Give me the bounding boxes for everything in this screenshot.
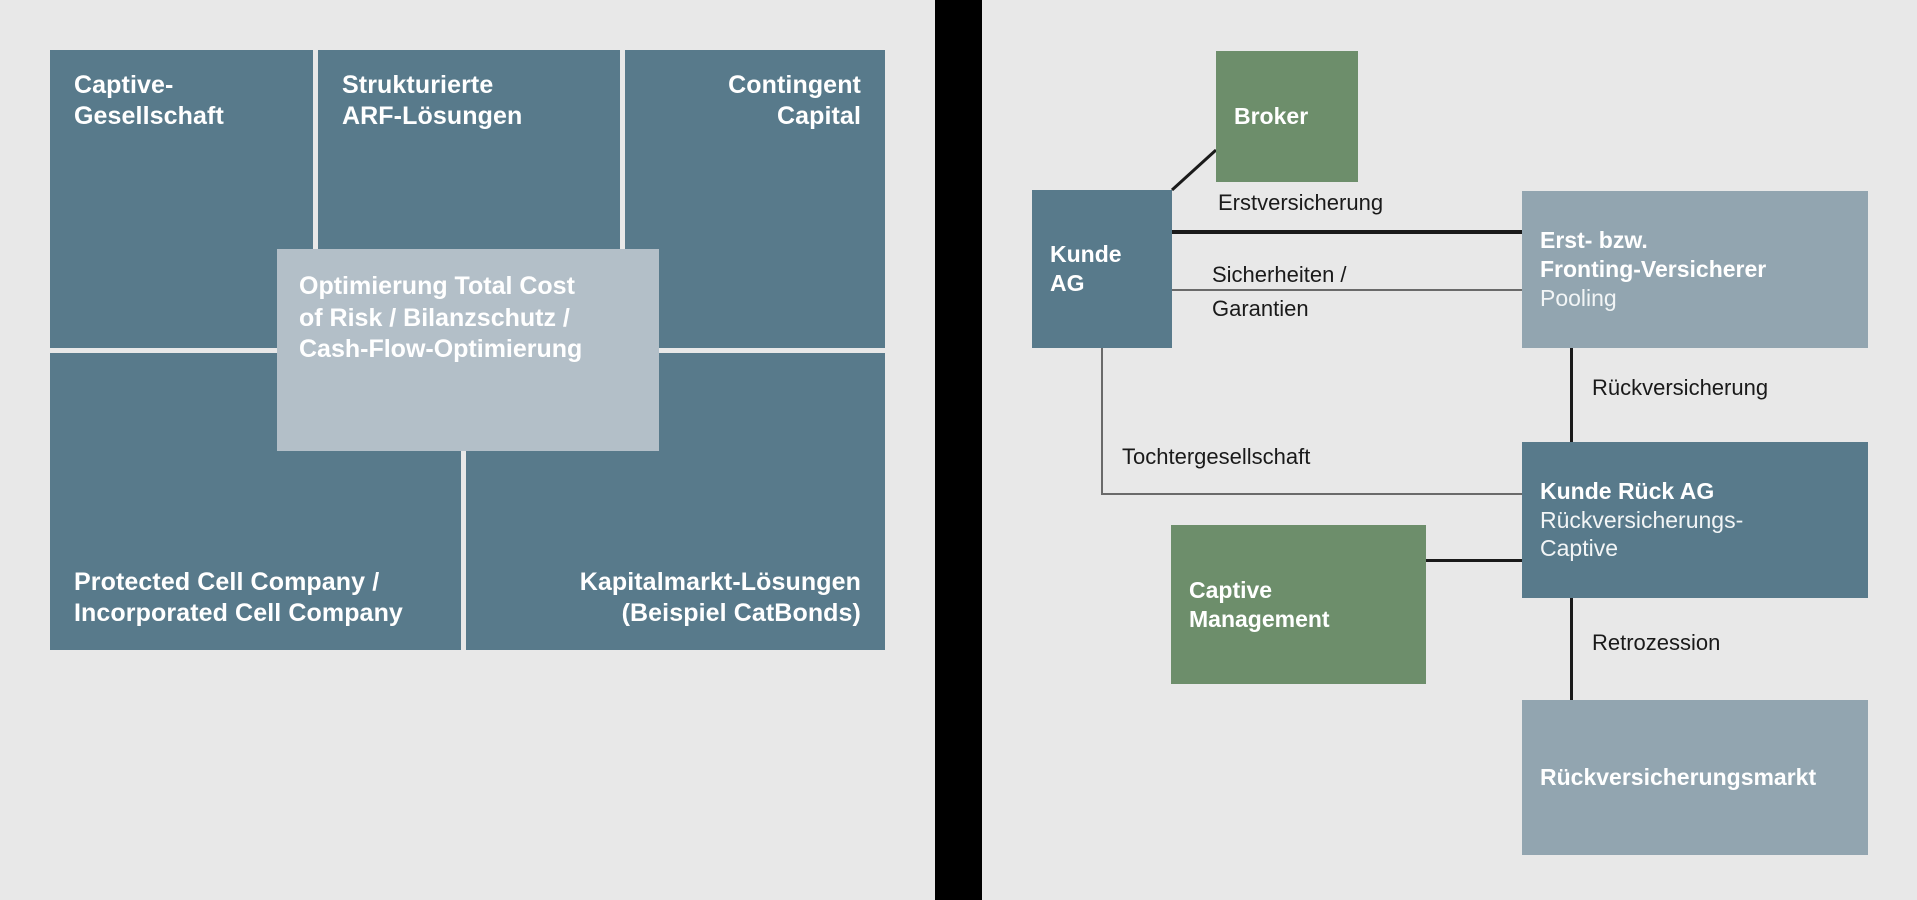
node-fronting-versicherer[interactable]: Erst- bzw. Fronting-Versicherer Pooling xyxy=(1522,191,1868,348)
node-kunde-rueck-ag-subtitle: Rückversicherungs- Captive xyxy=(1540,506,1744,562)
node-fronting-versicherer-title: Erst- bzw. Fronting-Versicherer xyxy=(1540,227,1767,283)
edge-label-erstversicherung: Erstversicherung xyxy=(1218,190,1384,215)
node-kunde-rueck-ag[interactable]: Kunde Rück AG Rückversicherungs- Captive xyxy=(1522,442,1868,598)
grid-cell-captive-gesellschaft[interactable]: Captive- Gesellschaft xyxy=(50,50,313,348)
connector-sicherheiten-garantien xyxy=(1172,289,1522,291)
grid-cell-label: Kapitalmarkt-Lösungen (Beispiel CatBonds… xyxy=(579,568,861,627)
edge-label-rueckversicherung: Rückversicherung xyxy=(1592,375,1769,400)
node-rueckversicherungsmarkt[interactable]: Rückversicherungsmarkt xyxy=(1522,700,1868,855)
edge-label-sicherheiten: Sicherheiten / xyxy=(1212,262,1347,287)
connector-retrozession xyxy=(1570,598,1573,700)
edge-label-tochtergesellschaft: Tochtergesellschaft xyxy=(1122,444,1311,469)
edge-label-retrozession: Retrozession xyxy=(1592,630,1721,655)
node-broker-title: Broker xyxy=(1234,103,1309,130)
node-rueckversicherungsmarkt-title: Rückversicherungsmarkt xyxy=(1540,764,1817,791)
connector-tochtergesellschaft-vertical xyxy=(1101,348,1103,495)
node-captive-management-title: Captive Management xyxy=(1189,576,1330,632)
node-kunde-ag-title: Kunde AG xyxy=(1050,241,1122,296)
connector-rueckversicherung xyxy=(1570,348,1573,442)
grid-cell-contingent-capital[interactable]: Contingent Capital xyxy=(625,50,885,348)
connector-erstversicherung xyxy=(1172,230,1522,234)
node-kunde-rueck-ag-title: Kunde Rück AG xyxy=(1540,477,1715,504)
node-kunde-ag[interactable]: Kunde AG xyxy=(1032,190,1172,348)
overlay-box-optimierung[interactable]: Optimierung Total Cost of Risk / Bilanzs… xyxy=(277,249,659,451)
edge-label-garantien: Garantien xyxy=(1212,296,1309,321)
panel-divider xyxy=(935,0,982,900)
connector-tochtergesellschaft-horizontal xyxy=(1101,493,1522,495)
grid-cell-label: Contingent Capital xyxy=(728,71,861,130)
node-broker[interactable]: Broker xyxy=(1216,51,1358,182)
node-captive-management[interactable]: Captive Management xyxy=(1171,525,1426,684)
grid-cell-label: Protected Cell Company / Incorporated Ce… xyxy=(74,568,403,627)
connector-captive-management xyxy=(1426,559,1522,562)
grid-cell-label: Captive- Gesellschaft xyxy=(74,71,224,130)
grid-cell-label: Strukturierte ARF-Lösungen xyxy=(342,71,523,130)
node-fronting-versicherer-subtitle: Pooling xyxy=(1540,284,1617,311)
overlay-box-label: Optimierung Total Cost of Risk / Bilanzs… xyxy=(299,272,583,363)
